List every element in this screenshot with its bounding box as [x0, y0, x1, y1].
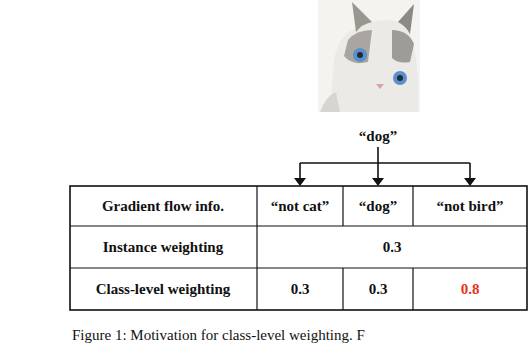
- table-cell: 0.3: [383, 239, 402, 256]
- table-cell: 0.8: [461, 281, 480, 298]
- table-cell: 0.3: [369, 281, 388, 298]
- split-arrows: [300, 147, 470, 180]
- table-header: “not cat”: [271, 198, 330, 215]
- table-header: Gradient flow info.: [102, 198, 224, 215]
- table-cell: 0.3: [291, 281, 310, 298]
- table-header: “dog”: [359, 198, 397, 215]
- row-label: Instance weighting: [103, 239, 223, 256]
- arrow-heads: [294, 178, 476, 186]
- figure-caption: Figure 1: Motivation for class-level wei…: [72, 327, 365, 344]
- class-label: “dog”: [359, 128, 397, 145]
- cat-photo: [318, 0, 420, 112]
- table-grid: [70, 186, 527, 310]
- table-header: “not bird”: [436, 198, 503, 215]
- row-label: Class-level weighting: [96, 281, 231, 298]
